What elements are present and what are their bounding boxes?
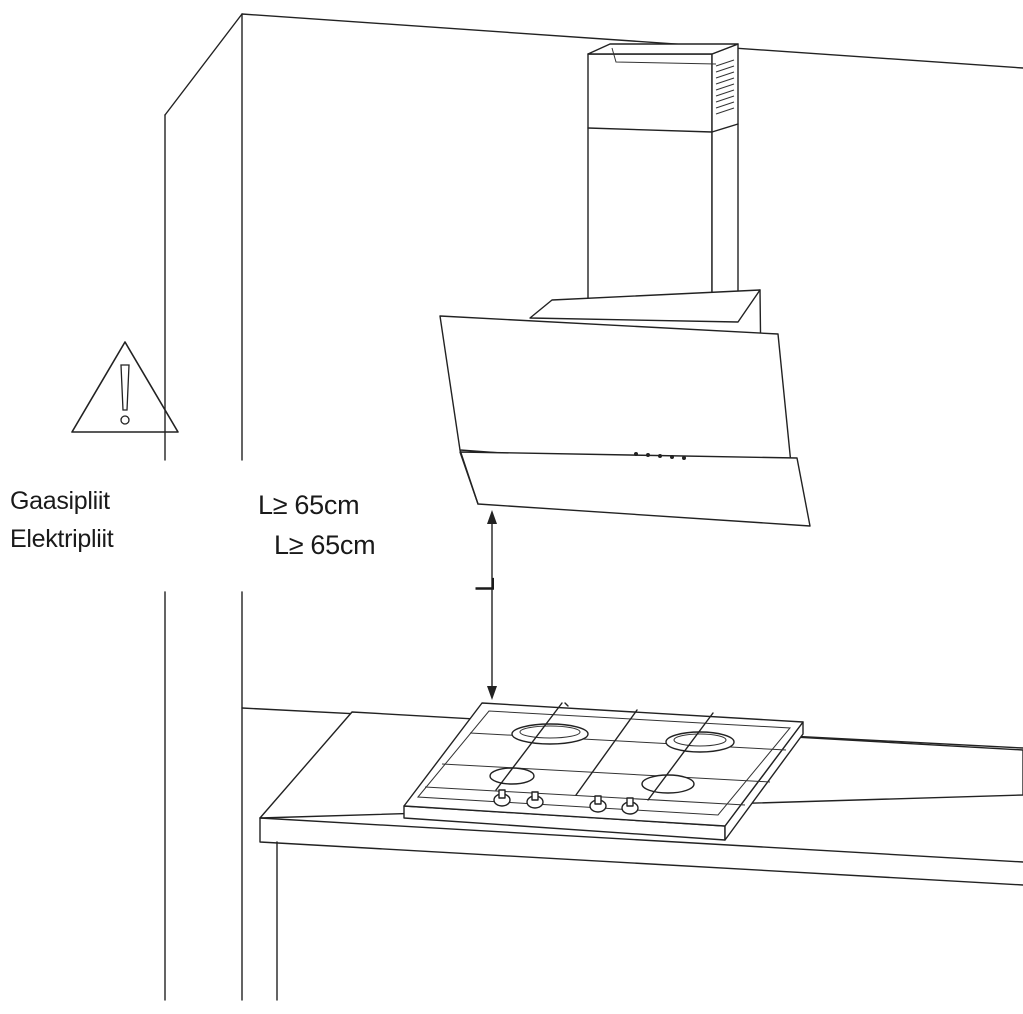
control-knobs xyxy=(493,789,639,815)
gas-hob-label: Gaasipliit xyxy=(10,487,110,515)
vent-grille xyxy=(715,59,735,115)
gas-distance-label: L≥ 65cm xyxy=(258,490,360,520)
dimension-letter-label: L xyxy=(470,577,500,592)
distance-dimension-arrow xyxy=(487,510,497,700)
hood-body xyxy=(439,289,811,527)
hood-chimney xyxy=(587,43,739,303)
hob xyxy=(403,702,804,841)
electric-hob-label: Elektripliit xyxy=(10,525,114,553)
control-dots xyxy=(634,452,686,460)
electric-distance-label: L≥ 65cm xyxy=(274,530,376,560)
warning-triangle-icon xyxy=(71,341,179,433)
